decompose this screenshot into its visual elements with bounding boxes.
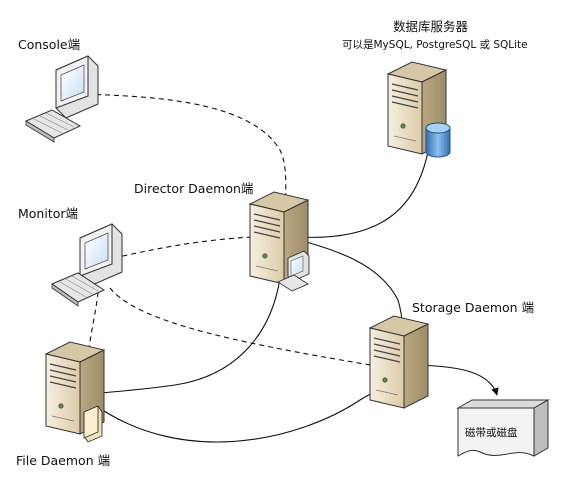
console-computer-icon (24, 55, 99, 143)
storage-label: Storage Daemon 端 (412, 300, 535, 315)
file-server-icon (44, 341, 106, 435)
media-label: 磁带或磁盘 (465, 427, 518, 439)
storage-server-icon (368, 315, 430, 409)
director-terminal-icon (277, 250, 310, 292)
monitor-label: Monitor端 (18, 206, 79, 221)
monitor-director-connection (95, 232, 277, 263)
storage-media-icon (456, 399, 550, 457)
database-sublabel: 可以是MySQL, PostgreSQL 或 SQLite (342, 39, 528, 51)
file-label: File Daemon 端 (16, 453, 111, 468)
database-cylinder-icon (425, 122, 451, 158)
monitor-computer-icon (50, 223, 123, 307)
director-file-connection (87, 277, 281, 398)
database-label: 数据库服务器 (393, 19, 469, 34)
monitor-storage-connection (109, 287, 401, 373)
console-label: Console端 (18, 37, 81, 52)
file-document-icon (83, 405, 103, 443)
director-label: Director Daemon端 (134, 181, 254, 196)
